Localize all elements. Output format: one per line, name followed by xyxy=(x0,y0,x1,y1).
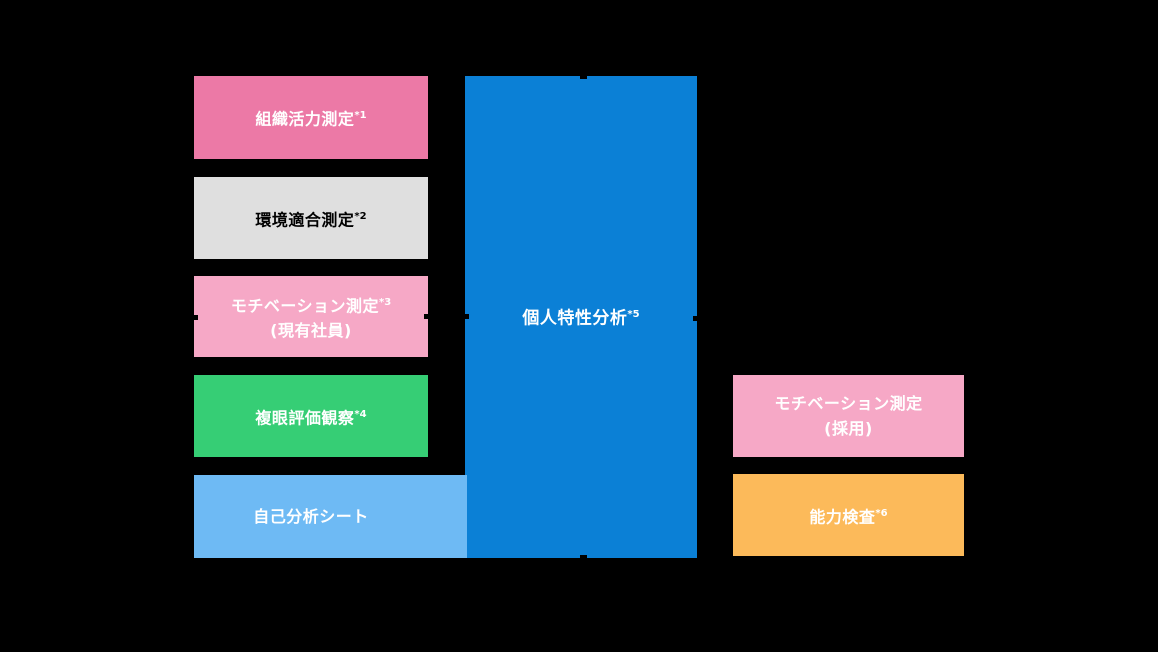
box-org-vitality: 組織活力測定*1 xyxy=(194,76,428,159)
footnote-marker: *1 xyxy=(354,110,367,122)
connector-arrow-icon xyxy=(186,315,198,320)
box-self-analysis-label: 自己分析シート xyxy=(253,507,369,526)
box-motivation-current: モチベーション測定*3 (現有社員) xyxy=(194,276,428,357)
box-personal-traits: 個人特性分析*5 xyxy=(465,76,697,558)
connector-arrow-icon xyxy=(580,555,587,579)
box-ability-test-label: 能力検査*6 xyxy=(809,507,888,527)
connector-arrow-icon xyxy=(693,316,730,321)
box-env-fit: 環境適合測定*2 xyxy=(194,177,428,259)
box-ability-test: 能力検査*6 xyxy=(733,474,964,556)
box-motivation-current-label: モチベーション測定*3 (現有社員) xyxy=(231,290,391,343)
box-motivation-recruit-label: モチベーション測定 (採用) xyxy=(774,391,922,441)
footnote-marker: *5 xyxy=(627,309,640,321)
box-self-analysis: 自己分析シート xyxy=(194,475,467,558)
box-multi-eval-label: 複眼評価観察*4 xyxy=(255,408,367,428)
connector-arrow-icon xyxy=(580,56,587,79)
footnote-marker: *3 xyxy=(379,296,392,308)
footnote-marker: *4 xyxy=(354,408,367,420)
footnote-marker: *6 xyxy=(875,507,888,519)
box-motivation-recruit-sublabel: (採用) xyxy=(824,419,873,438)
box-env-fit-label: 環境適合測定*2 xyxy=(255,210,367,230)
box-multi-eval: 複眼評価観察*4 xyxy=(194,375,428,457)
box-motivation-recruit: モチベーション測定 (採用) xyxy=(733,375,964,457)
box-org-vitality-label: 組織活力測定*1 xyxy=(255,109,367,129)
box-motivation-current-sublabel: (現有社員) xyxy=(270,321,352,341)
footnote-marker: *2 xyxy=(354,210,367,222)
connector-arrow-icon xyxy=(424,314,469,319)
box-personal-traits-label: 個人特性分析*5 xyxy=(522,308,640,329)
